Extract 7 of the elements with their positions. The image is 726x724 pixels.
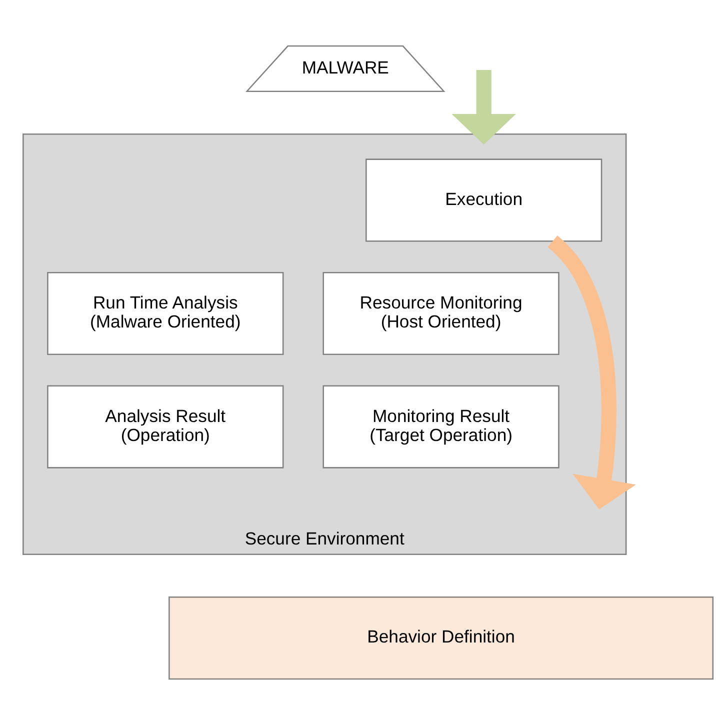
node-box: Analysis Result (Operation) [47,384,284,468]
arrow [452,70,516,144]
node-box: Resource Monitoring (Host Oriented) [322,271,560,355]
node-box: Monitoring Result (Target Operation) [322,384,560,468]
node-box: Execution [366,158,602,242]
node-box: Behavior Definition [168,596,714,680]
node-box: Run Time Analysis (Malware Oriented) [47,271,284,355]
